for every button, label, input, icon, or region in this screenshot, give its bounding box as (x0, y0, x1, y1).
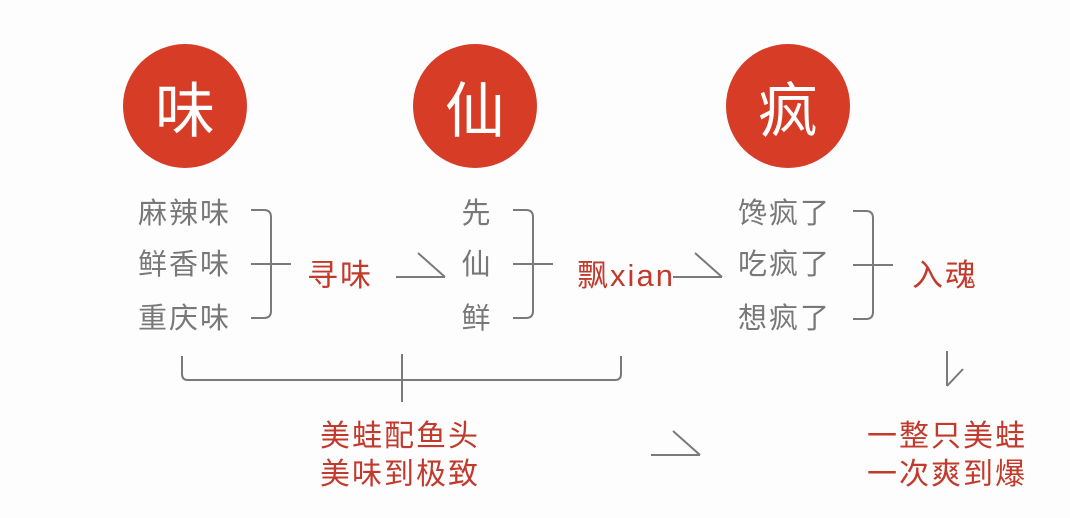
bottom-center-line-1: 美蛙配鱼头 (320, 420, 480, 453)
bottom-right-text: 一整只美蛙 一次爽到爆 (827, 418, 1067, 494)
bottom-center-text: 美蛙配鱼头 美味到极致 (280, 418, 520, 494)
list-item: 重庆味 (138, 303, 232, 335)
circle-badge-xian: 仙 (413, 44, 537, 168)
list-item: 想疯了 (738, 303, 832, 335)
list-item: 吃疯了 (738, 249, 832, 281)
label-ruhun: 入魂 (912, 258, 978, 293)
list-item: 鲜 (461, 303, 491, 335)
list-item: 仙 (461, 249, 491, 281)
list-item: 麻辣味 (138, 198, 232, 230)
down-arrow-icon (946, 351, 964, 387)
bottom-right-line-2: 一次爽到爆 (867, 458, 1027, 491)
bottom-brace-icon (181, 354, 622, 402)
vertical-brace-icon (513, 209, 553, 319)
label-xunwei: 寻味 (307, 258, 373, 293)
right-arrow-icon (396, 252, 446, 278)
list-item: 先 (461, 198, 491, 230)
circle-char-xian: 仙 (445, 77, 505, 145)
label-piaoxian: 飘xian (577, 258, 675, 293)
list-item: 鲜香味 (138, 249, 232, 281)
circle-badge-feng: 疯 (726, 44, 850, 168)
bottom-right-line-1: 一整只美蛙 (867, 420, 1027, 453)
bottom-center-line-2: 美味到极致 (320, 458, 480, 491)
list-item: 馋疯了 (738, 198, 832, 230)
right-arrow-icon (651, 430, 701, 456)
circle-char-wei: 味 (155, 77, 215, 145)
vertical-brace-icon (853, 210, 893, 320)
circle-char-feng: 疯 (758, 77, 818, 145)
vertical-brace-icon (251, 209, 291, 319)
circle-badge-wei: 味 (123, 44, 247, 168)
right-arrow-icon (673, 252, 723, 278)
